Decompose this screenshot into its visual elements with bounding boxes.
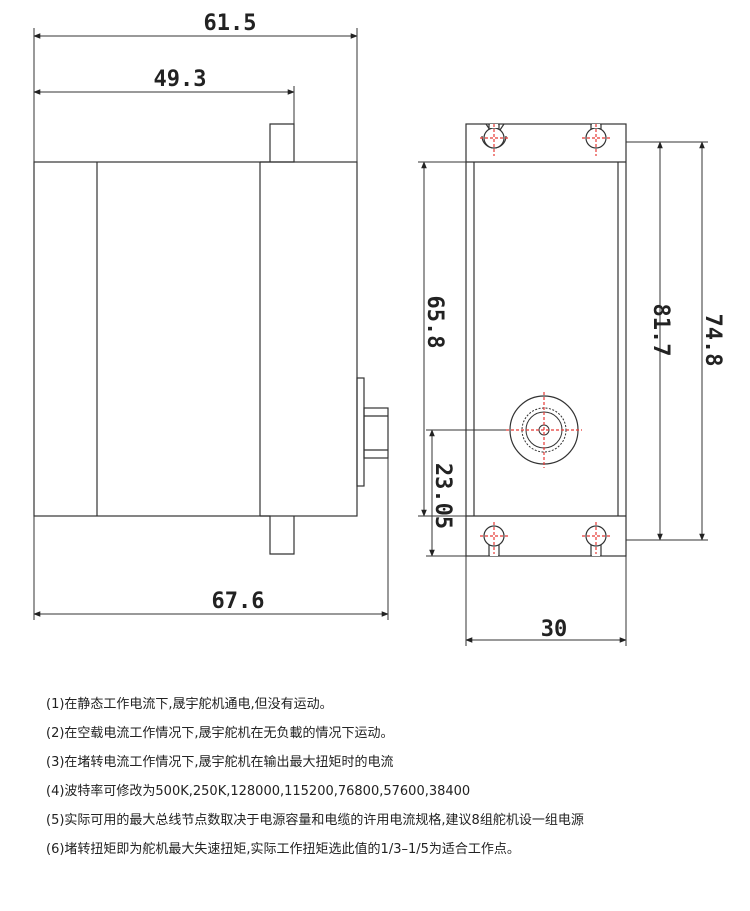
flange-outline — [465, 123, 627, 557]
spec-note: (6)堵转扭矩即为舵机最大失速扭矩,实际工作扭矩选此值的1/3–1/5为适合工作… — [46, 842, 520, 857]
side-view — [33, 123, 389, 555]
dim-label-61-5: 61.5 — [204, 11, 257, 36]
dimension-65-8 — [418, 161, 466, 517]
mounting-flange — [260, 515, 295, 555]
servo-body-outline — [33, 161, 358, 517]
dimension-67-6 — [33, 458, 389, 620]
mounting-flange — [260, 123, 295, 163]
dimension-61-5 — [33, 28, 358, 162]
dim-label-81-7: 81.7 — [648, 304, 673, 357]
dim-label-65-8: 65.8 — [422, 296, 447, 349]
dim-label-49-3: 49.3 — [154, 67, 207, 92]
mounting-hole-bottom-left — [483, 525, 505, 547]
mounting-hole-bottom-right — [585, 525, 607, 547]
output-shaft — [363, 407, 389, 459]
dimension-49-3 — [33, 86, 295, 124]
spec-note: (4)波特率可修改为500K,250K,128000,115200,76800,… — [46, 784, 471, 799]
dimension-74-8 — [626, 141, 708, 541]
dimension-23-05 — [426, 429, 506, 557]
slot-edges — [488, 124, 602, 556]
output-spline-gear — [506, 392, 582, 468]
servo-dimension-drawing: 61.5 49.3 67.6 — [33, 11, 725, 646]
spec-note: (5)实际可用的最大总线节点数取决于电源容量和电缆的许用电流规格,建议8组舵机设… — [46, 813, 584, 828]
front-view — [465, 123, 627, 557]
slot-openings — [490, 124, 600, 556]
spec-note: (1)在静态工作电流下,晟宇舵机通电,但没有运动。 — [46, 697, 333, 712]
dimension-30 — [465, 556, 627, 646]
dim-label-74-8: 74.8 — [700, 314, 725, 367]
dim-label-30: 30 — [541, 617, 568, 642]
spec-note: (3)在堵转电流工作情况下,晟宇舵机在输出最大扭矩时的电流 — [46, 755, 394, 770]
spec-notes-list: (1)在静态工作电流下,晟宇舵机通电,但没有运动。 (2)在空载电流工作情况下,… — [46, 690, 736, 864]
dim-label-67-6: 67.6 — [212, 589, 265, 614]
mounting-holes — [481, 123, 607, 547]
output-boss — [356, 377, 365, 487]
hole-centerlines — [480, 124, 610, 554]
dim-label-23-05: 23.05 — [430, 463, 455, 529]
spec-note: (2)在空载电流工作情况下,晟宇舵机在无负載的情况下运动。 — [46, 726, 394, 741]
